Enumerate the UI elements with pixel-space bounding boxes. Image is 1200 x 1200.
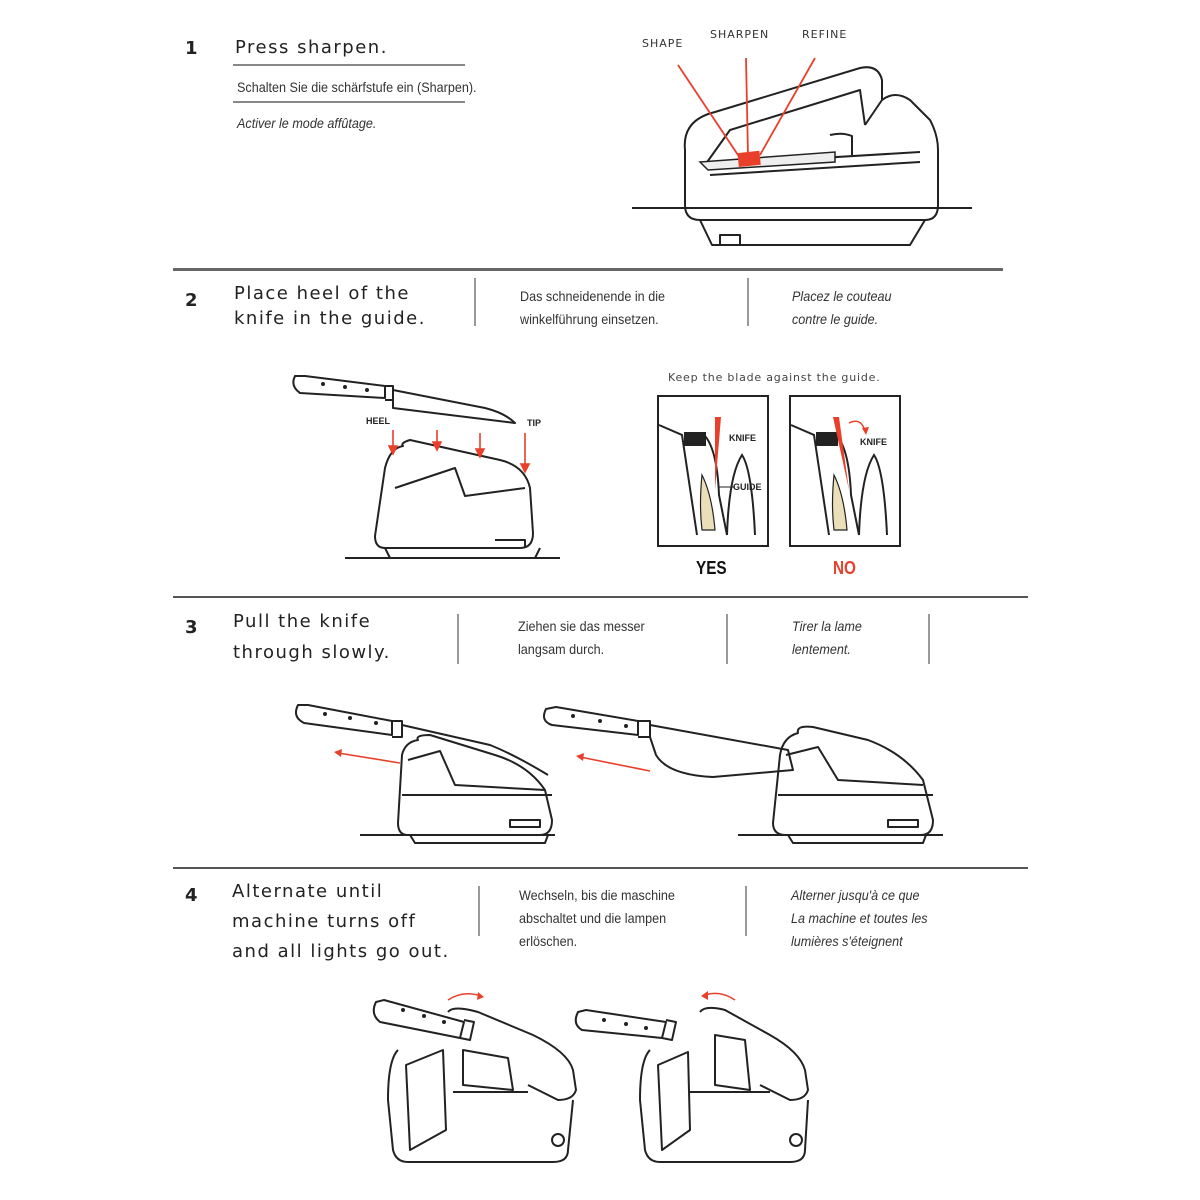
step-4-french-line3: lumières s'éteignent [791, 933, 903, 949]
step-4-german-line3: erlöschen. [519, 933, 578, 949]
step-4-french-line2: La machine et toutes les [791, 910, 928, 926]
step-3-column-divider-b [726, 614, 728, 664]
pull-knife-illustration-start [295, 704, 555, 844]
step-1-english: Press sharpen. [235, 37, 388, 58]
no-label: NO [833, 558, 856, 578]
refine-label: REFINE [802, 28, 848, 41]
heel-label: HEEL [366, 416, 391, 426]
no-guide-panel [789, 395, 901, 547]
step-4-english-line3: and all lights go out. [232, 941, 450, 962]
yes-knife-label: KNIFE [729, 433, 756, 443]
step-3-english-line1: Pull the knife [233, 611, 372, 632]
section-divider-2 [173, 596, 1028, 598]
sharpener-illustration-step1 [632, 57, 972, 246]
step-4-french-line1: Alterner jusqu'à ce que [791, 887, 920, 903]
knife-placement-illustration [292, 375, 560, 559]
step-2-english-line1: Place heel of the [234, 283, 410, 304]
step-3-german-line1: Ziehen sie das messer [518, 618, 645, 634]
step-2-column-divider-b [747, 278, 749, 326]
step-1-divider-b [233, 101, 465, 103]
sharpen-label: SHARPEN [710, 28, 770, 41]
step-1-divider-a [233, 64, 465, 66]
step-2-english-line2: knife in the guide. [234, 308, 426, 329]
step-4-german-line2: abschaltet und die lampen [519, 910, 667, 926]
section-divider-1 [173, 268, 1003, 271]
step-3-number: 3 [185, 617, 198, 638]
step-2-column-divider-a [474, 278, 476, 326]
step-3-french-line1: Tirer la lame [792, 618, 862, 634]
alternate-slot-illustration-left [372, 992, 577, 1163]
yes-label: YES [696, 558, 727, 578]
step-2-number: 2 [185, 290, 198, 311]
step-1-number: 1 [185, 38, 198, 59]
step-1-french: Activer le mode affûtage. [237, 115, 377, 131]
step-3-german-line2: langsam durch. [518, 641, 605, 657]
step-3-french-line2: lentement. [792, 641, 851, 657]
step-2-french-line1: Placez le couteau [792, 288, 892, 304]
step-2-french-line2: contre le guide. [792, 311, 879, 327]
step-1-german: Schalten Sie die schärfstufe ein (Sharpe… [237, 79, 477, 95]
step-3-column-divider-c [928, 614, 930, 664]
yes-guide-label: GUIDE [733, 482, 762, 492]
step-3-english-line2: through slowly. [233, 642, 391, 663]
step-4-column-divider-b [745, 886, 747, 936]
tip-label: TIP [527, 418, 542, 428]
alternate-slot-illustration-right [574, 991, 809, 1163]
step-4-german-line1: Wechseln, bis die maschine [519, 887, 675, 903]
yes-guide-panel [657, 395, 769, 547]
step-4-column-divider-a [478, 886, 480, 936]
pull-knife-illustration-end [543, 706, 943, 844]
step-4-english-line1: Alternate until [232, 881, 384, 902]
step-4-number: 4 [185, 885, 198, 906]
keep-blade-note: Keep the blade against the guide. [668, 371, 881, 384]
shape-label: SHAPE [642, 37, 684, 50]
step-2-german-line1: Das schneidenende in die [520, 288, 666, 304]
no-knife-label: KNIFE [860, 437, 887, 447]
step-2-german-line2: winkelführung einsetzen. [520, 311, 659, 327]
step-3-column-divider-a [457, 614, 459, 664]
step-4-english-line2: machine turns off [232, 911, 417, 932]
section-divider-3 [173, 867, 1028, 869]
